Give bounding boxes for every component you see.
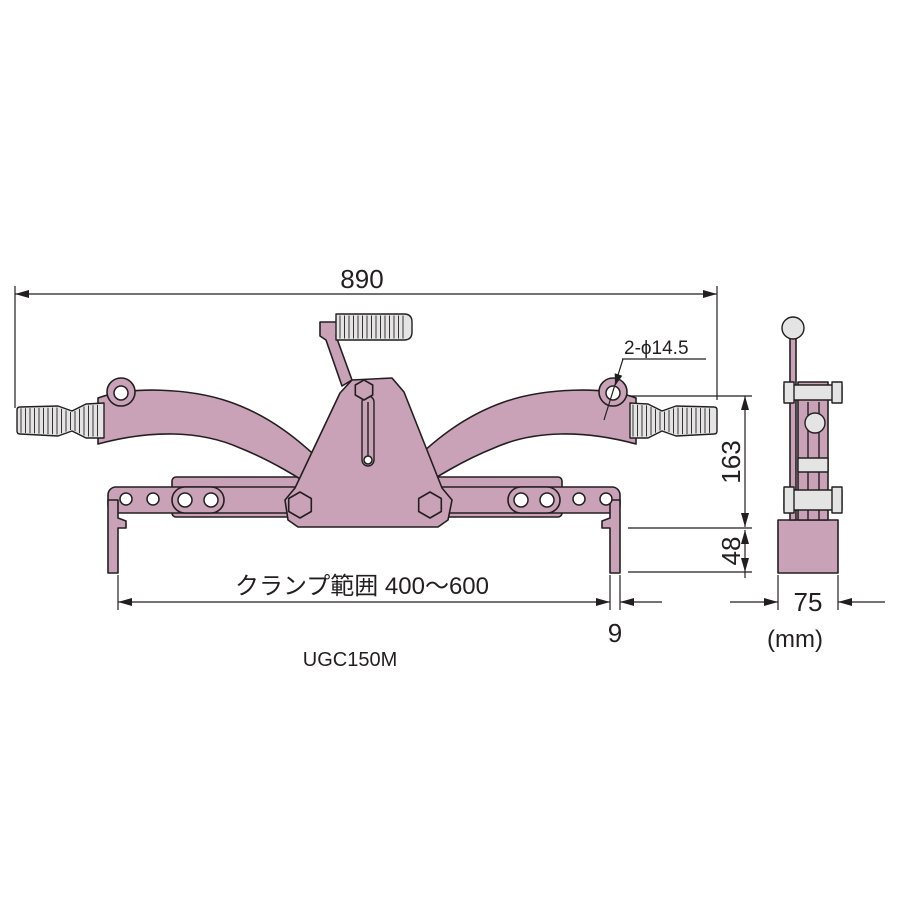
slot-plate-pin [177, 492, 193, 508]
side-view [777, 316, 843, 574]
hex-bolt [287, 491, 313, 519]
side-handle-knob [804, 412, 826, 434]
lower-nut [831, 486, 843, 514]
arrowhead [741, 558, 749, 572]
width-label: 75 [794, 587, 823, 617]
right-handle-grip [629, 402, 718, 439]
bar-hole [119, 492, 133, 506]
unit-label: (mm) [767, 626, 823, 653]
dimension-hole: 2-ϕ14.5 [603, 338, 706, 421]
right-leg [601, 499, 621, 574]
slot-plate-pin [539, 492, 555, 508]
middle-bolt [797, 457, 829, 473]
dimension-leg-height: 48 [716, 530, 749, 578]
dimension-height: 163 [628, 395, 752, 573]
bar-hole [599, 492, 613, 506]
leader-line [603, 358, 624, 421]
hole-label: 2-ϕ14.5 [624, 338, 689, 359]
height-label: 163 [716, 440, 746, 483]
slot-plate-pin [513, 492, 529, 508]
dimension-width: 75 [730, 575, 885, 617]
arrowhead [620, 598, 634, 606]
arrowhead [838, 598, 852, 606]
arrowhead [118, 598, 132, 606]
lever-grip [335, 313, 413, 341]
upper-nut [831, 381, 843, 404]
left-lug-hole [113, 385, 129, 401]
model-label: UGC150M [303, 649, 397, 671]
left-leg [107, 499, 127, 574]
bar-hole [572, 492, 586, 506]
left-handle-grip [16, 402, 105, 439]
arrowhead [741, 396, 749, 410]
lever-grip-body [335, 313, 413, 341]
leg-thickness-label: 9 [608, 618, 622, 648]
arrowhead [703, 290, 717, 298]
slot-pin [363, 455, 373, 465]
side-base-block [777, 519, 839, 574]
dimension-clamp-range: クランプ範囲 400～600 [117, 573, 621, 610]
arrowhead [596, 598, 610, 606]
arrowhead [15, 290, 29, 298]
arrowhead [614, 373, 623, 386]
clamp-range-label: クランプ範囲 400～600 [235, 573, 489, 600]
dimension-leg-thickness: 9 [608, 598, 662, 648]
arrowhead [764, 598, 778, 606]
front-view [16, 313, 718, 574]
lower-nut [783, 486, 795, 514]
arrowhead [741, 530, 749, 544]
hex-bolt [417, 491, 443, 519]
side-lever-knob [781, 316, 805, 340]
hex-bolt [354, 379, 374, 401]
leg-height-label: 48 [716, 537, 746, 566]
slot-plate-pin [203, 492, 219, 508]
dimension-overall-length: 890 [14, 264, 718, 408]
upper-nut [783, 381, 795, 404]
bar-hole [146, 492, 160, 506]
arrowhead [741, 513, 749, 527]
overall-length-label: 890 [340, 264, 383, 294]
